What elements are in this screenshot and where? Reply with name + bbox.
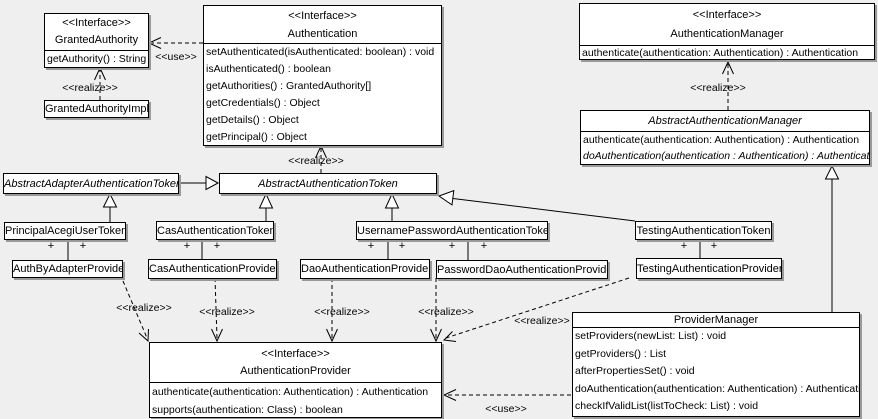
class-name: AuthenticationProvider xyxy=(240,365,351,377)
method-label: getDetails() : Object xyxy=(206,114,299,126)
method-label: getCredentials() : Object xyxy=(206,97,320,109)
realize-arrowhead-authprovider-2 xyxy=(211,328,223,343)
realize-arrowhead-authprovider-1 xyxy=(138,328,149,343)
class-testing-authentication-token: TestingAuthenticationToken xyxy=(635,221,772,240)
method-label: authenticate(authentication: Authenticat… xyxy=(582,47,859,59)
realize-label-grantedauthority: <<realize>> xyxy=(62,82,118,94)
stereotype-label: <<Interface>> xyxy=(261,348,330,360)
multiplicity-label: + xyxy=(183,240,191,252)
method-label: getAuthorities() : GrantedAuthority[] xyxy=(206,80,372,92)
class-auth-by-adapter-provider: AuthByAdapterProvider xyxy=(12,260,123,278)
class-name: TestingAuthenticationProvider xyxy=(637,262,781,275)
class-name: ProviderManager xyxy=(673,314,759,326)
class-password-dao-authentication-provider: PasswordDaoAuthenticationProvider xyxy=(436,260,608,279)
class-dao-authentication-provider: DaoAuthenticationProvider xyxy=(300,259,430,279)
realize-label-dao: <<realize>> xyxy=(314,306,370,318)
class-testing-authentication-provider: TestingAuthenticationProvider xyxy=(636,258,782,279)
multiplicity-label: + xyxy=(480,240,488,252)
realize-arrowhead-authprovider-4 xyxy=(430,328,442,343)
method-label: doAuthentication(authentication : Authen… xyxy=(583,150,869,162)
multiplicity-label: + xyxy=(680,240,688,252)
stereotype-label: <<Interface>> xyxy=(288,10,357,22)
class-abstract-adapter-authentication-token: AbstractAdapterAuthenticationToken xyxy=(3,173,179,194)
class-username-password-authentication-token: UsernamePasswordAuthenticationToken xyxy=(356,221,548,240)
generalization-edge-testingtoken xyxy=(452,198,636,222)
class-name: GrantedAuthority xyxy=(54,34,139,46)
class-cas-authentication-token: CasAuthenticationToken xyxy=(156,221,274,240)
multiplicity-label: + xyxy=(448,240,456,252)
realize-arrowhead-authentication xyxy=(315,144,327,159)
method-label: setAuthenticated(isAuthenticated: boolea… xyxy=(206,46,435,58)
class-name: CasAuthenticationToken xyxy=(157,224,273,237)
class-name: GrantedAuthorityImpl xyxy=(45,103,148,115)
generalization-triangle-abstractauthtoken-testing xyxy=(437,189,455,206)
realize-label-authenticationmanager: <<realize>> xyxy=(690,82,746,94)
class-name: PasswordDaoAuthenticationProvider xyxy=(437,263,607,276)
generalization-triangle-abstractauthtoken-upw xyxy=(384,192,400,209)
class-name: CasAuthenticationProvider xyxy=(149,263,276,275)
realize-arrowhead-grantedauthority xyxy=(94,66,106,81)
class-authentication-manager: <<Interface>> AuthenticationManager auth… xyxy=(579,3,875,60)
class-name: Authentication xyxy=(287,28,358,40)
multiplicity-label: + xyxy=(213,240,221,252)
multiplicity-label: + xyxy=(79,240,87,252)
class-abstract-authentication-manager: AbstractAuthenticationManager authentica… xyxy=(580,110,870,165)
generalization-triangle-abstractauthmanager xyxy=(824,164,840,180)
method-label: authenticate(authentication: Authenticat… xyxy=(583,134,860,146)
class-name: DaoAuthenticationProvider xyxy=(301,263,429,275)
multiplicity-label: + xyxy=(367,240,375,252)
realize-label-authentication: <<realize>> xyxy=(288,155,344,167)
class-name: AbstractAuthenticationManager xyxy=(648,115,802,127)
class-granted-authority: <<Interface>> GrantedAuthority getAuthor… xyxy=(44,13,149,68)
realize-arrowhead-authprovider-5 xyxy=(442,331,457,342)
class-authentication: <<Interface>> Authentication setAuthenti… xyxy=(203,5,442,146)
generalization-triangle-abstractauthtoken-cas xyxy=(258,192,274,209)
use-label-grantedauthority: <<use>> xyxy=(155,51,197,63)
realize-edge-casprovider xyxy=(214,277,218,339)
method-label: getPrincipal() : Object xyxy=(206,131,307,143)
realize-arrowhead-authprovider-3 xyxy=(326,328,338,343)
class-name: AbstractAuthenticationToken xyxy=(258,177,398,190)
class-name: AuthenticationManager xyxy=(670,28,784,40)
method-label: setProviders(newList: List) : void xyxy=(575,330,727,342)
realize-edge-authbyadapterprovider xyxy=(122,280,148,339)
method-label: getAuthority() : String xyxy=(47,53,147,65)
class-cas-authentication-provider: CasAuthenticationProvider xyxy=(148,259,277,279)
use-label-providermanager: <<use>> xyxy=(485,403,527,415)
class-abstract-authentication-token: AbstractAuthenticationToken xyxy=(219,173,437,194)
method-label: afterPropertiesSet() : void xyxy=(575,365,695,378)
multiplicity-label: + xyxy=(398,240,406,252)
method-label: supports(authentication: Class) : boolea… xyxy=(152,404,343,416)
generalization-triangle-abstractauthtoken-left xyxy=(205,175,220,191)
generalization-triangle-abstractadapter xyxy=(102,192,118,208)
class-principal-acegi-user-token: PrincipalAcegiUserToken xyxy=(4,222,126,240)
method-label: checkIfValidList(listToCheck: List) : vo… xyxy=(575,400,759,413)
stereotype-label: <<Interface>> xyxy=(62,17,131,29)
use-arrowhead-authprovider xyxy=(442,389,457,401)
realize-label-authbyadapter: <<realize>> xyxy=(116,302,172,314)
class-granted-authority-impl: GrantedAuthorityImpl xyxy=(44,100,149,118)
use-arrowhead-grantedauthority xyxy=(147,37,162,49)
class-provider-manager: ProviderManager setProviders(newList: Li… xyxy=(572,312,860,417)
class-name: AbstractAdapterAuthenticationToken xyxy=(4,177,178,190)
class-authentication-provider: <<Interface>> AuthenticationProvider aut… xyxy=(149,342,442,418)
realize-label-testing: <<realize>> xyxy=(514,315,570,327)
class-name: UsernamePasswordAuthenticationToken xyxy=(357,224,547,237)
multiplicity-label: + xyxy=(710,240,718,252)
class-name: PrincipalAcegiUserToken xyxy=(5,225,125,237)
realize-label-passworddao: <<realize>> xyxy=(418,306,474,318)
method-label: isAuthenticated() : boolean xyxy=(206,63,331,75)
realize-arrowhead-authenticationmanager xyxy=(722,60,734,75)
stereotype-label: <<Interface>> xyxy=(692,9,762,21)
realize-label-cas: <<realize>> xyxy=(199,306,255,318)
multiplicity-label: + xyxy=(47,240,55,252)
method-label: getProviders() : List xyxy=(575,347,667,360)
class-name: AuthByAdapterProvider xyxy=(13,263,122,275)
method-label: doAuthentication(authentication: Authent… xyxy=(575,382,859,395)
method-label: authenticate(authentication: Authenticat… xyxy=(152,386,429,398)
class-name: TestingAuthenticationToken xyxy=(636,224,771,237)
